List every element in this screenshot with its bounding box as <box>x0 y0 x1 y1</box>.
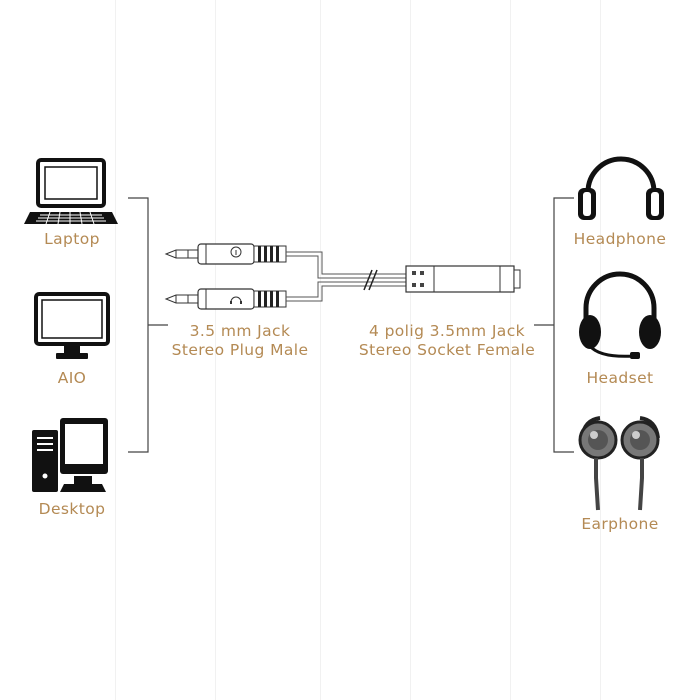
earphone-icon <box>578 416 660 511</box>
socket-label-line1: 4 polig 3.5mm Jack <box>368 322 526 340</box>
label-headphone: Headphone <box>573 230 667 248</box>
headset-icon <box>579 271 661 359</box>
desktop-computer-icon <box>32 418 108 492</box>
plug-label: 3.5 mm Jack Stereo Plug Male <box>172 322 309 360</box>
cable <box>286 251 408 302</box>
label-desktop: Desktop <box>38 500 106 518</box>
plug-label-line1: 3.5 mm Jack <box>189 322 291 340</box>
right-bracket <box>534 197 574 453</box>
socket-label-line2: Stereo Socket Female <box>358 341 536 359</box>
cable-break-mark <box>363 269 378 291</box>
jack-plug-headphone <box>164 288 287 310</box>
jack-socket-female <box>405 265 521 293</box>
label-aio: AIO <box>57 369 87 387</box>
plug-label-line2: Stereo Plug Male <box>171 341 309 359</box>
microphone-icon <box>230 246 242 258</box>
headphone-icon <box>230 296 242 304</box>
label-earphone: Earphone <box>581 515 659 533</box>
monitor-icon <box>34 292 110 359</box>
socket-label: 4 polig 3.5mm Jack Stereo Socket Female <box>359 322 535 360</box>
headphone-icon <box>578 156 664 220</box>
laptop-icon <box>24 158 118 225</box>
left-bracket <box>128 197 168 453</box>
label-headset: Headset <box>586 369 654 387</box>
label-laptop: Laptop <box>44 230 100 248</box>
jack-plug-microphone <box>164 243 287 265</box>
